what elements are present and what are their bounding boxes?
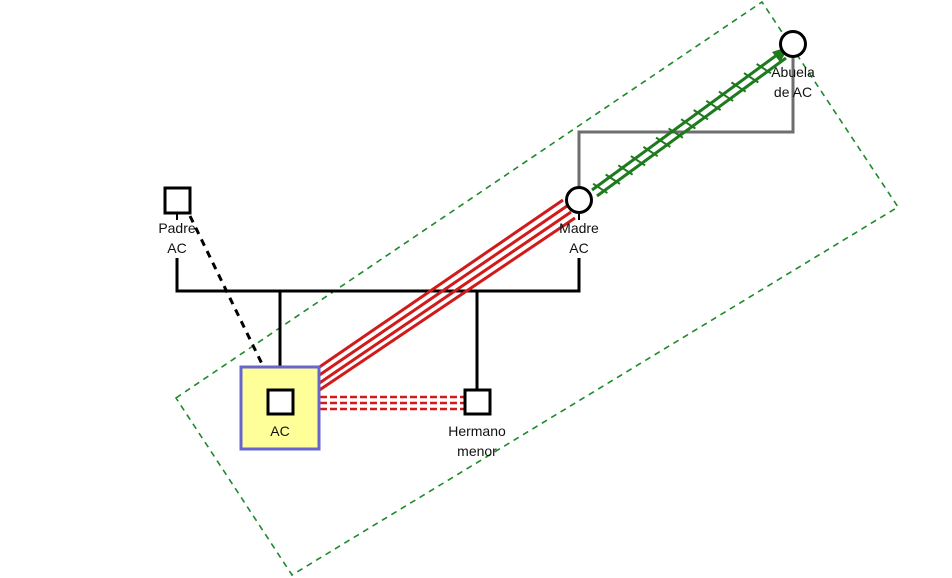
abuela-madre-hostile-line (591, 46, 790, 198)
hermano-label-line2: menor (457, 443, 497, 459)
abuela-label-line2: de AC (774, 84, 812, 100)
padre-square[interactable] (163, 186, 192, 215)
hermano-label-line1: Hermano (448, 423, 506, 439)
ac-hermano-conflict-lines (320, 395, 464, 411)
hostile-tick (617, 164, 634, 176)
abuela-circle[interactable] (779, 30, 807, 58)
ac-label: AC (270, 423, 289, 439)
ac-square[interactable] (266, 388, 295, 416)
hermano-square[interactable] (463, 388, 492, 416)
hostile-tick (730, 81, 747, 93)
subsystem-boundary (174, 0, 900, 577)
marriage-line (175, 258, 581, 293)
hostile-tick (592, 182, 608, 194)
hostile-tick (680, 118, 696, 130)
padre-ac-distant-line (188, 215, 265, 367)
madre-label-line1: Madre (559, 220, 599, 236)
hostile-tick (642, 146, 659, 158)
madre-ac-conflict-lines (317, 198, 576, 393)
hostile-tick (605, 173, 621, 185)
hostile-tick (743, 72, 759, 84)
hostile-tick (718, 90, 734, 102)
hostile-tick (668, 127, 684, 139)
padre-label-line1: Padre (158, 220, 196, 236)
padre-label-line2: AC (167, 240, 186, 256)
hostile-tick (655, 136, 671, 148)
madre-label-line2: AC (569, 240, 588, 256)
hostile-tick (693, 109, 709, 121)
madre-circle[interactable] (565, 186, 593, 214)
abuela-label-line1: Abuela (771, 64, 815, 80)
hostile-tick (705, 99, 722, 111)
hostile-tick (630, 155, 646, 167)
hostile-tick (756, 63, 772, 75)
